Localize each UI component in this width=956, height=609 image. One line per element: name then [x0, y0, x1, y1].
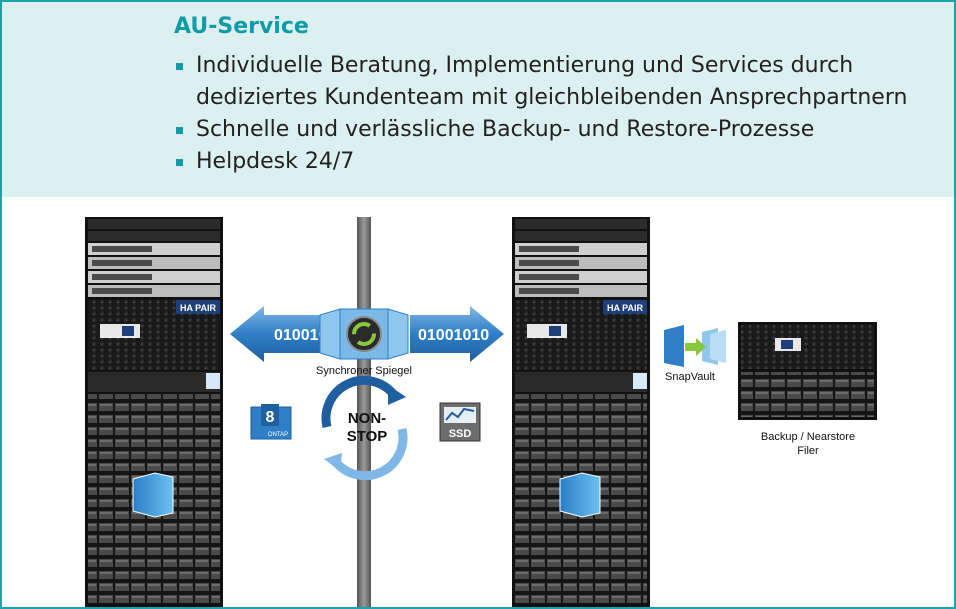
ontap-label: ONTAP — [268, 432, 288, 438]
bullet-item: Helpdesk 24/7 — [174, 146, 944, 178]
ontap-number: 8 — [266, 409, 275, 426]
nonstop-cycle-icon: NON- STOP — [321, 375, 408, 481]
nonstop-text-line1: NON- — [348, 410, 386, 427]
nonstop-text-line2: STOP — [347, 428, 388, 445]
backup-filer-label-line1: Backup / Nearstore — [761, 431, 855, 443]
ontap-icon: 8 ONTAP — [250, 404, 292, 440]
backup-filer — [738, 322, 877, 420]
ssd-icon: SSD — [439, 402, 481, 442]
left-storage-rack — [85, 217, 223, 607]
sync-mirror-icon — [319, 308, 409, 360]
ha-pair-label: HA PAIR — [180, 303, 217, 313]
header-panel: AU-Service Individuelle Beratung, Implem… — [2, 2, 954, 197]
diagram-canvas: HA PAIR — [85, 217, 877, 607]
right-ha-pair-badge: HA PAIR — [603, 300, 647, 314]
bullet-item: Schnelle und verlässliche Backup- und Re… — [174, 114, 944, 146]
backup-filer-label-line2: Filer — [797, 445, 819, 457]
sync-mirror-label: Synchroner Spiegel — [316, 365, 412, 377]
bullet-list: Individuelle Beratung, Implementierung u… — [174, 50, 944, 178]
replication-arrow: 01001010 01001010 — [230, 306, 504, 362]
ha-pair-label: HA PAIR — [607, 303, 644, 313]
snapvault-icon — [664, 325, 726, 367]
architecture-diagram: HA PAIR — [2, 197, 954, 607]
right-storage-rack — [512, 217, 650, 607]
ssd-label: SSD — [449, 428, 472, 440]
snapvault-label: SnapVault — [665, 371, 715, 383]
bullet-item: Individuelle Beratung, Implementierung u… — [174, 50, 944, 114]
slide-title: AU-Service — [174, 14, 309, 39]
binary-text-right: 01001010 — [418, 327, 489, 344]
left-ha-pair-badge: HA PAIR — [176, 300, 220, 314]
